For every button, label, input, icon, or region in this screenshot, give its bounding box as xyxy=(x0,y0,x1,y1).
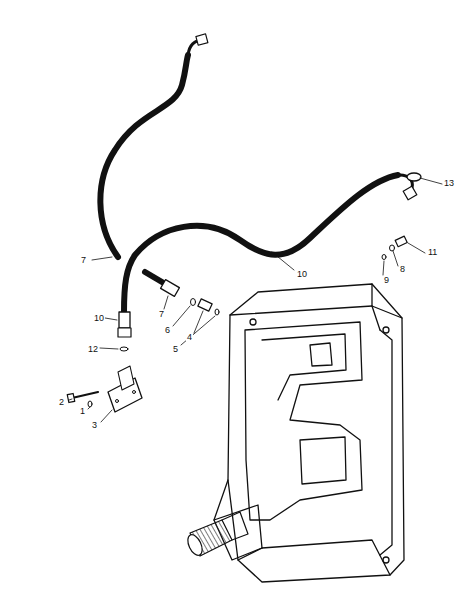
callout-number: 2 xyxy=(58,398,65,407)
leader-line xyxy=(69,178,442,422)
o-ring xyxy=(382,255,386,260)
callout-number: 8 xyxy=(399,265,406,274)
hose-fitting xyxy=(119,312,130,328)
adapter xyxy=(395,236,407,247)
callout-number: 11 xyxy=(427,248,438,257)
callout-number: 4 xyxy=(186,333,193,342)
callout-number: 10 xyxy=(93,314,105,323)
bolt-head xyxy=(67,393,75,402)
o-ring xyxy=(120,347,128,351)
callout-number: 1 xyxy=(79,407,86,416)
callout-number: 6 xyxy=(164,326,171,335)
callout-number: 7 xyxy=(158,310,165,319)
hose-nut xyxy=(118,328,131,337)
hose xyxy=(145,272,162,282)
fitting xyxy=(161,280,180,297)
callout-number: 10 xyxy=(296,270,308,279)
splined-shaft xyxy=(185,512,248,558)
callout-number: 7 xyxy=(80,256,87,265)
flange-boss xyxy=(118,366,134,390)
o-ring xyxy=(191,299,196,306)
callout-number: 12 xyxy=(87,345,99,354)
adapter xyxy=(198,299,212,311)
callout-number: 3 xyxy=(91,421,98,430)
callout-number: 9 xyxy=(383,276,390,285)
bolt xyxy=(72,392,98,398)
o-ring xyxy=(390,245,395,251)
banjo xyxy=(407,173,421,181)
fitting-nut xyxy=(403,186,417,200)
callout-number: 13 xyxy=(443,179,455,188)
callout-number: 5 xyxy=(172,345,179,354)
gearbox-housing xyxy=(214,284,404,582)
hose-nut xyxy=(196,34,208,45)
washer xyxy=(88,401,92,407)
o-ring xyxy=(215,309,219,315)
